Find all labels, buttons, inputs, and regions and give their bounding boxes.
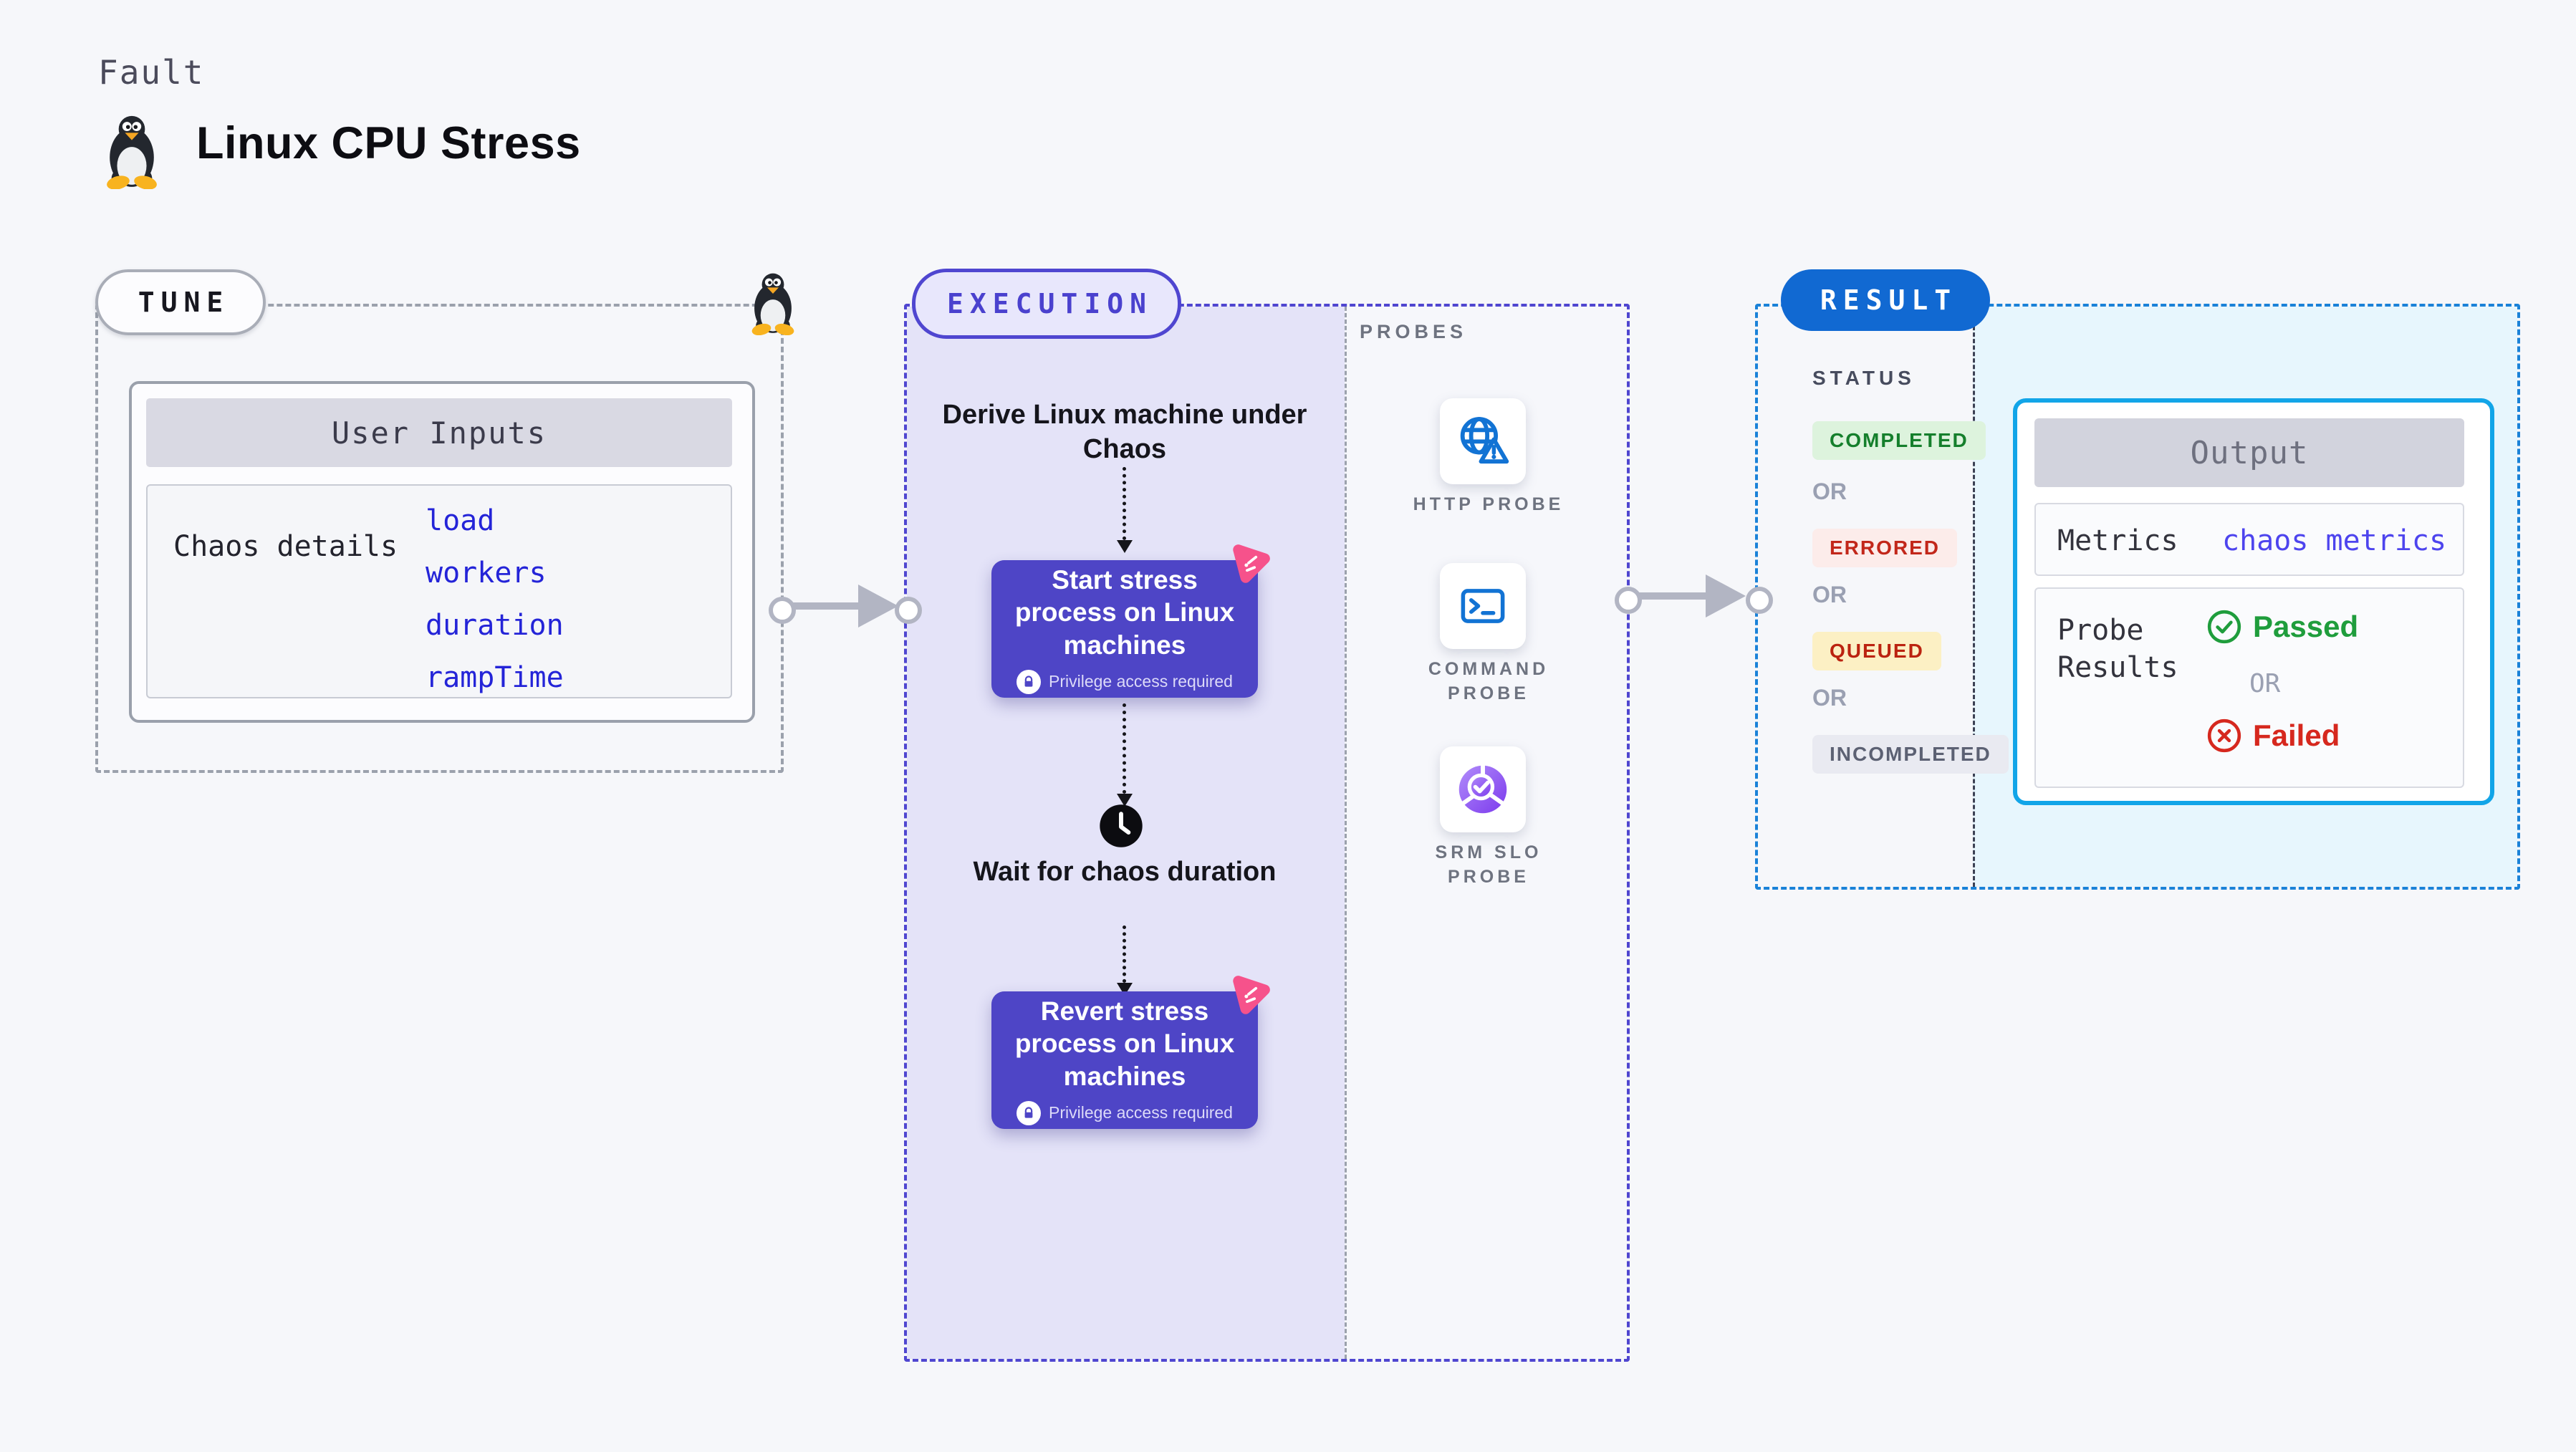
privilege-row: Privilege access required — [1017, 1100, 1233, 1125]
connector-dot — [895, 597, 922, 624]
failed-verdict: Failed — [2206, 718, 2340, 754]
or-separator: OR — [2249, 669, 2281, 698]
user-inputs-card: User Inputs Chaos details load workers d… — [129, 381, 755, 723]
globe-alert-icon — [1460, 417, 1509, 464]
start-stress-title: Start stress process on Linux machines — [1014, 565, 1235, 660]
flow-arrow-head — [1706, 574, 1746, 617]
input-link-duration[interactable]: duration — [426, 609, 564, 642]
revert-stress-node: Revert stress process on Linux machines … — [991, 991, 1258, 1129]
or-separator: OR — [1812, 479, 1847, 504]
chaos-details-row: Chaos details load workers duration ramp… — [146, 484, 732, 698]
input-link-ramptime[interactable]: rampTime — [426, 661, 564, 694]
passed-verdict: Passed — [2206, 609, 2358, 645]
http-probe-card — [1440, 398, 1526, 484]
chaos-hub-icon — [1233, 544, 1270, 583]
input-link-workers[interactable]: workers — [426, 557, 547, 590]
status-badge-incompleted: INCOMPLETED — [1812, 735, 2009, 774]
status-badge-errored: ERRORED — [1812, 529, 1958, 567]
status-badge-queued: QUEUED — [1812, 632, 1941, 670]
dotted-arrow-head — [1117, 794, 1133, 807]
check-circle-icon — [2207, 610, 2241, 644]
status-label: STATUS — [1812, 367, 1916, 389]
privilege-label: Privilege access required — [1049, 672, 1233, 691]
connector-dot — [769, 597, 796, 624]
wait-step-text: Wait for chaos duration — [973, 857, 1277, 887]
chaos-hub-icon — [1233, 976, 1270, 1014]
result-pill: RESULT — [1781, 269, 1990, 331]
privilege-row: Privilege access required — [1017, 669, 1233, 694]
input-links: load workers duration rampTime — [426, 504, 564, 694]
passed-label: Passed — [2253, 610, 2359, 643]
connector-dot — [1615, 587, 1642, 614]
lock-icon — [1017, 669, 1042, 694]
flow-arrow-head — [858, 585, 898, 628]
fault-kicker: Fault — [98, 53, 205, 92]
srm-slo-probe-label: SRM SLO PROBE — [1435, 842, 1542, 887]
dotted-arrow-line — [1123, 925, 1126, 983]
output-card: Output Metrics chaos metrics Probe Resul… — [2013, 398, 2494, 805]
metrics-row: Metrics chaos metrics — [2034, 503, 2464, 576]
slo-donut-icon — [1458, 762, 1507, 814]
derive-step-text: Derive Linux machine under Chaos — [942, 400, 1307, 464]
lock-icon — [1017, 1100, 1042, 1125]
metrics-value-link[interactable]: chaos metrics — [2222, 524, 2447, 557]
output-title: Output — [2034, 418, 2464, 487]
failed-label: Failed — [2253, 718, 2340, 752]
page-title: Linux CPU Stress — [196, 118, 581, 168]
privilege-label: Privilege access required — [1049, 1103, 1233, 1122]
flow-arrow-line — [778, 602, 862, 610]
tux-icon-small — [751, 273, 794, 335]
tune-pill: TUNE — [95, 269, 266, 335]
input-link-load[interactable]: load — [426, 504, 495, 537]
or-separator: OR — [1812, 582, 1847, 607]
command-probe-card — [1440, 563, 1526, 649]
probe-results-row: Probe Results Passed OR Failed — [2034, 587, 2464, 788]
tux-icon — [107, 115, 157, 189]
x-circle-icon — [2207, 718, 2241, 753]
or-separator: OR — [1812, 685, 1847, 711]
tune-section-box — [95, 304, 784, 773]
revert-stress-title: Revert stress process on Linux machines — [1014, 996, 1235, 1091]
probe-results-label: Probe Results — [2057, 614, 2178, 684]
flow-arrow-line — [1624, 592, 1707, 600]
dotted-arrow-line — [1123, 467, 1126, 540]
dotted-arrow-head — [1117, 540, 1133, 553]
dotted-arrow-line — [1123, 703, 1126, 794]
command-probe-label: COMMAND PROBE — [1428, 659, 1549, 703]
connector-dot — [1746, 587, 1773, 614]
http-probe-label: HTTP PROBE — [1413, 494, 1565, 514]
status-badge-completed: COMPLETED — [1812, 421, 1986, 460]
execution-pill: EXECUTION — [912, 269, 1181, 339]
user-inputs-title: User Inputs — [146, 398, 732, 467]
srm-slo-probe-card — [1440, 746, 1526, 832]
start-stress-node: Start stress process on Linux machines P… — [991, 560, 1258, 698]
metrics-label: Metrics — [2057, 524, 2178, 557]
terminal-icon — [1461, 589, 1505, 623]
chaos-details-label: Chaos details — [173, 530, 398, 563]
probes-label: PROBES — [1360, 321, 1468, 342]
clock-icon — [1100, 804, 1143, 847]
